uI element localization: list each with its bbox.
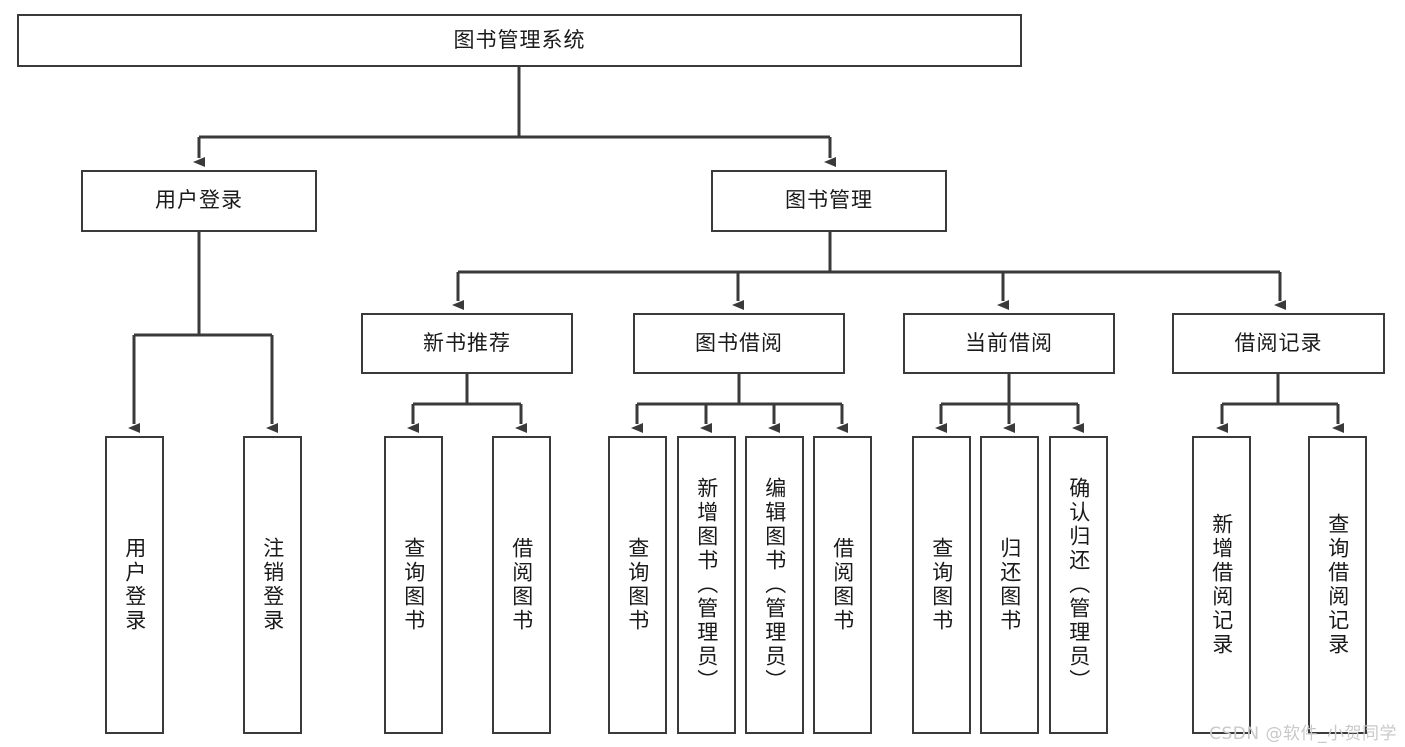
- node-label: 图书管理系统: [453, 27, 586, 52]
- node-new-book-recommend[interactable]: 新书推荐: [361, 313, 573, 374]
- leaf-return-books[interactable]: 归还图书: [980, 436, 1039, 734]
- leaf-logout[interactable]: 注销登录: [243, 436, 302, 734]
- node-label: 借阅图书: [509, 537, 534, 633]
- leaf-query-books-current[interactable]: 查询图书: [912, 436, 971, 734]
- node-current-borrow[interactable]: 当前借阅: [903, 313, 1115, 374]
- leaf-borrow-books-recommend[interactable]: 借阅图书: [492, 436, 551, 734]
- node-label: 查询图书: [401, 537, 426, 633]
- leaf-borrow-books[interactable]: 借阅图书: [813, 436, 872, 734]
- node-label: 编辑图书（管理员）: [762, 477, 787, 693]
- node-label: 当前借阅: [965, 330, 1053, 355]
- node-label: 新书推荐: [423, 330, 511, 355]
- leaf-query-books-recommend[interactable]: 查询图书: [384, 436, 443, 734]
- node-label: 查询图书: [625, 537, 650, 633]
- node-label: 查询图书: [929, 537, 954, 633]
- leaf-query-borrow-record[interactable]: 查询借阅记录: [1308, 436, 1367, 734]
- node-label: 新增图书（管理员）: [694, 477, 719, 693]
- node-label: 确认归还（管理员）: [1066, 477, 1091, 693]
- leaf-query-books-borrow[interactable]: 查询图书: [608, 436, 667, 734]
- node-label: 借阅图书: [830, 537, 855, 633]
- leaf-add-book-admin[interactable]: 新增图书（管理员）: [677, 436, 736, 734]
- leaf-add-borrow-record[interactable]: 新增借阅记录: [1192, 436, 1251, 734]
- node-label: 图书借阅: [695, 330, 783, 355]
- node-label: 注销登录: [260, 537, 285, 633]
- node-label: 查询借阅记录: [1325, 513, 1350, 657]
- node-book-borrow[interactable]: 图书借阅: [633, 313, 845, 374]
- node-label: 图书管理: [785, 188, 873, 213]
- node-label: 归还图书: [997, 537, 1022, 633]
- node-book-management[interactable]: 图书管理: [711, 170, 947, 232]
- node-label: 用户登录: [155, 188, 243, 213]
- node-borrow-records[interactable]: 借阅记录: [1172, 313, 1385, 374]
- leaf-confirm-return-admin[interactable]: 确认归还（管理员）: [1049, 436, 1108, 734]
- node-label: 新增借阅记录: [1209, 513, 1234, 657]
- node-user-login[interactable]: 用户登录: [81, 170, 317, 232]
- leaf-edit-book-admin[interactable]: 编辑图书（管理员）: [745, 436, 804, 734]
- csdn-watermark: CSDN @软件_小贺同学: [1209, 724, 1397, 744]
- node-root-book-management-system[interactable]: 图书管理系统: [17, 14, 1022, 67]
- node-label: 用户登录: [122, 537, 147, 633]
- node-label: 借阅记录: [1234, 330, 1323, 355]
- leaf-user-login[interactable]: 用户登录: [105, 436, 164, 734]
